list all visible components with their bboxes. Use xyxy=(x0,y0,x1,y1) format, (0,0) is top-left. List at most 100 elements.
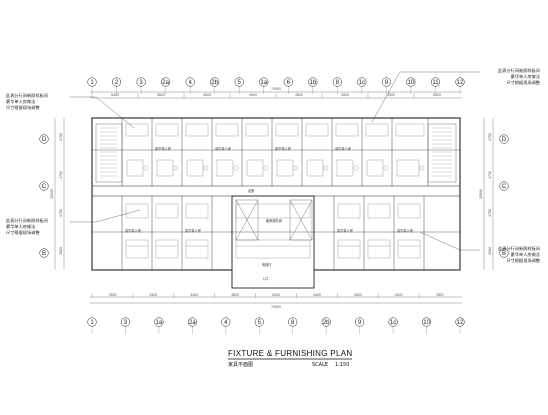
leader-lines xyxy=(70,71,480,251)
tag-corridor: 走廊 xyxy=(248,188,255,193)
right-total-dim: 15000 xyxy=(479,189,483,199)
bottom-dim: 3400 xyxy=(149,293,157,297)
bottom-dim: 3400 xyxy=(313,293,321,297)
bottom-axis-bubble xyxy=(388,317,398,327)
top-dim: 4500 xyxy=(249,93,257,97)
note-top-right: 此表分行间新照样板间 xyxy=(498,67,540,74)
bottom-axis-bubble xyxy=(254,317,264,327)
bathroom-fixture xyxy=(155,203,179,219)
bed-symbol xyxy=(395,123,425,137)
stair-treads xyxy=(100,127,452,177)
plan-subtitle: 家具平面图 xyxy=(228,361,253,368)
bottom-axis-bubble xyxy=(455,317,465,327)
bed-symbol xyxy=(397,239,421,259)
top-axis-label: 2a xyxy=(162,80,169,86)
toilet-symbol xyxy=(293,165,299,171)
plan-title: FIXTURE & FURNISHING PLAN xyxy=(228,349,352,358)
top-axis-bubble xyxy=(210,77,220,87)
top-axis-label: 5 xyxy=(238,80,242,86)
top-axis-bubble xyxy=(381,77,391,87)
note-bottom-right: 尺寸根据现场调整 xyxy=(506,257,540,264)
bathroom-fixture xyxy=(337,203,361,219)
top-axis-bubble xyxy=(283,77,293,87)
room-labels: 豪华单人房豪华单人房豪华单人房豪华单人房豪华单人房豪华单人房豪华单人房豪华单人房 xyxy=(125,146,413,233)
right-axis-label: C xyxy=(502,184,507,190)
bed-symbol xyxy=(335,123,359,137)
top-dim: 5400 xyxy=(433,93,441,97)
right-dim: 4700 xyxy=(488,171,492,179)
bed-symbol xyxy=(367,239,391,259)
top-axis-bubble xyxy=(161,77,171,87)
room-label: 豪华单人房 xyxy=(125,228,141,233)
top-axis-label: 11 xyxy=(432,80,439,86)
bottom-dim: 7800 xyxy=(436,293,444,297)
bathroom-fixture xyxy=(396,159,420,177)
left-dim: 2700 xyxy=(59,133,63,141)
top-axis-label: 8 xyxy=(336,80,340,86)
bathroom-fixture xyxy=(336,159,354,177)
top-axis-label: 1a xyxy=(260,80,267,86)
room-label: 豪华单人房 xyxy=(337,228,353,233)
top-dim: 4500 xyxy=(203,93,211,97)
bottom-dim: 3400 xyxy=(272,293,280,297)
top-axis-label: 4 xyxy=(188,80,192,86)
bed-symbol xyxy=(305,123,329,137)
top-axis-label: 2 xyxy=(115,80,119,86)
note-bottom-right: 豪华单人房做法 xyxy=(511,251,540,258)
top-axis-bubble xyxy=(136,77,146,87)
bathroom-fixture xyxy=(246,159,264,177)
top-total-dim: 70000 xyxy=(271,87,281,91)
note-top-left: 豪华单人房做法 xyxy=(6,98,35,105)
left-dim: 4700 xyxy=(59,209,63,217)
bed-symbol xyxy=(125,239,149,259)
top-axis-label: 3 xyxy=(139,80,143,86)
bottom-axis-label: 5 xyxy=(258,320,262,326)
left-axis-bubble xyxy=(39,181,49,191)
bathroom-fixture xyxy=(306,159,324,177)
top-axis-bubble xyxy=(185,77,195,87)
right-grid-axis: DCB xyxy=(499,134,509,258)
room-label: 豪华单人房 xyxy=(335,146,351,151)
right-axis-bubble xyxy=(499,181,509,191)
bottom-axis-label: 9 xyxy=(358,320,362,326)
bottom-axis-bubble xyxy=(221,317,231,327)
bottom-dim: 3400 xyxy=(190,293,198,297)
bottom-axis-label: 10 xyxy=(423,320,430,326)
left-dim: 3000 xyxy=(59,247,63,255)
top-axis-bubble xyxy=(455,77,465,87)
right-dim: 3000 xyxy=(488,247,492,255)
bottom-axis-label: 2b xyxy=(323,320,330,326)
room-label: 豪华单人房 xyxy=(215,146,231,151)
bathroom-fixture xyxy=(367,203,391,219)
top-axis-bubble xyxy=(406,77,416,87)
bottom-axis-bubble xyxy=(154,317,164,327)
top-axis-bubble xyxy=(430,77,441,87)
core-stairs xyxy=(95,123,457,241)
note-bottom-left: 豪华单人房做法 xyxy=(6,223,35,230)
note-bottom-left: 此表分行间新照样板间 xyxy=(6,217,48,224)
left-axis-bubble xyxy=(39,134,49,144)
top-axis-bubble xyxy=(111,77,122,87)
bottom-axis-bubble xyxy=(421,317,432,327)
toilet-symbol xyxy=(383,165,389,171)
bottom-axis-bubble xyxy=(187,317,197,327)
bathroom-fixture xyxy=(156,159,174,177)
bathroom-fixture xyxy=(276,159,294,177)
top-axis-label: 12 xyxy=(457,80,464,86)
scale-value: 1:150 xyxy=(335,362,349,368)
top-axis-label: 9 xyxy=(385,80,389,86)
right-dim: 2700 xyxy=(488,133,492,141)
bottom-axis-bubble xyxy=(288,317,298,327)
bottom-axis-label: 12 xyxy=(457,320,464,326)
top-dim: 3600 xyxy=(157,93,165,97)
bathroom-fixture xyxy=(216,159,234,177)
bathroom-fixture xyxy=(366,159,384,177)
callout-notes: 此表分行间新照样板间豪华单人房做法尺寸根据现场调整此表分行间新照样板间豪华单人房… xyxy=(6,67,541,264)
bed-symbol xyxy=(235,239,311,259)
bottom-axis-label: 1c xyxy=(390,320,396,326)
bottom-axis-bubble xyxy=(355,317,365,327)
